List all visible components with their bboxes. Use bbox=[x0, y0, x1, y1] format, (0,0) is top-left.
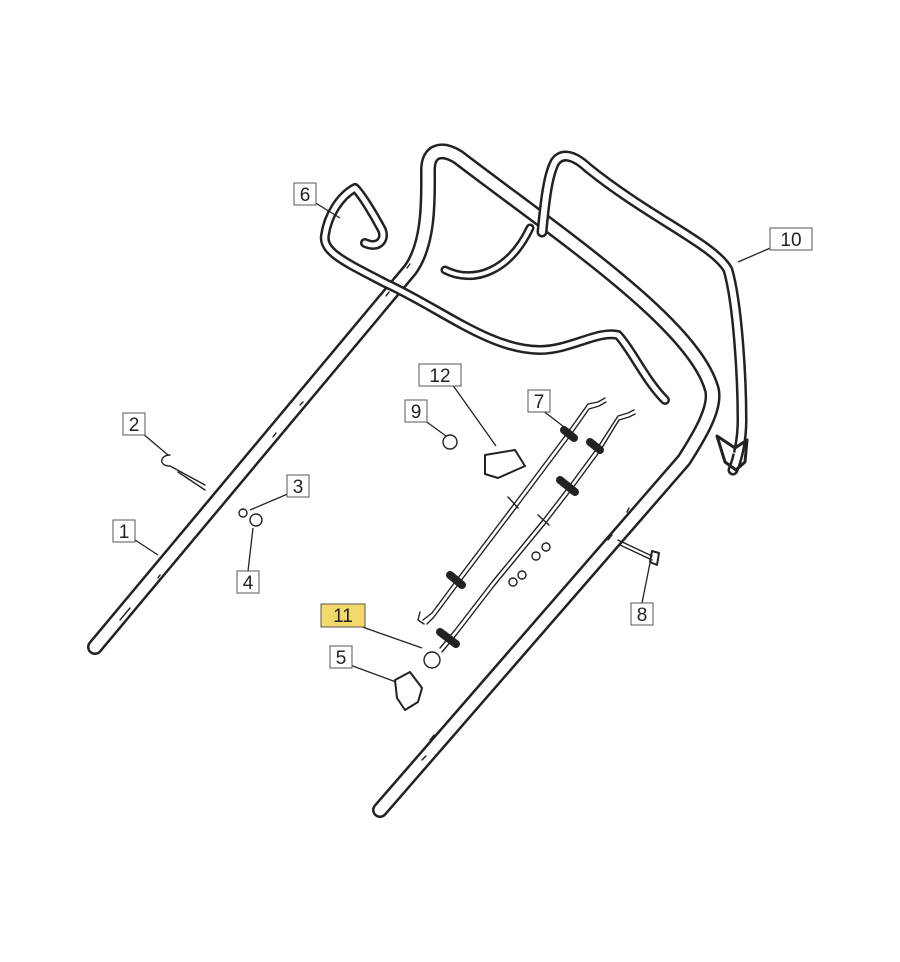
callout-label: 5 bbox=[336, 648, 347, 669]
callout-box bbox=[286, 474, 310, 498]
callout-label: 12 bbox=[429, 366, 450, 387]
callout-box bbox=[769, 227, 813, 251]
callout-3: 3 bbox=[286, 474, 310, 498]
control-cables bbox=[417, 397, 636, 669]
callout-box bbox=[404, 399, 428, 423]
callout-box bbox=[122, 412, 146, 436]
callout-label: 9 bbox=[411, 402, 422, 423]
callout-label: 4 bbox=[243, 573, 254, 594]
callout-10: 10 bbox=[769, 227, 813, 251]
callout-12: 12 bbox=[418, 363, 462, 387]
callout-label: 11 bbox=[333, 606, 353, 627]
callout-box bbox=[527, 389, 551, 413]
callout-box bbox=[293, 182, 317, 206]
callout-label: 3 bbox=[293, 477, 304, 498]
callout-6: 6 bbox=[293, 182, 317, 206]
callout-box bbox=[630, 602, 654, 626]
callout-box bbox=[329, 645, 353, 669]
callout-label: 6 bbox=[300, 185, 311, 206]
lower-bail bbox=[319, 183, 670, 405]
callout-box bbox=[236, 570, 260, 594]
handle-frame bbox=[87, 143, 721, 818]
callout-5: 5 bbox=[329, 645, 353, 669]
control-bail bbox=[536, 150, 749, 476]
callout-1: 1 bbox=[112, 519, 136, 543]
callout-4: 4 bbox=[236, 570, 260, 594]
callout-label: 8 bbox=[637, 605, 648, 626]
callout-box bbox=[112, 519, 136, 543]
callout-label: 10 bbox=[780, 230, 801, 251]
callout-11: 11 bbox=[320, 603, 366, 628]
callout-box bbox=[418, 363, 462, 387]
small-parts bbox=[161, 434, 660, 711]
callout-label: 7 bbox=[534, 392, 545, 413]
leader-lines bbox=[131, 201, 776, 683]
callout-9: 9 bbox=[404, 399, 428, 423]
callout-8: 8 bbox=[630, 602, 654, 626]
callout-label: 2 bbox=[129, 415, 140, 436]
callout-2: 2 bbox=[122, 412, 146, 436]
callout-box-highlighted bbox=[320, 603, 366, 628]
callout-7: 7 bbox=[527, 389, 551, 413]
callout-label: 1 bbox=[119, 522, 130, 543]
